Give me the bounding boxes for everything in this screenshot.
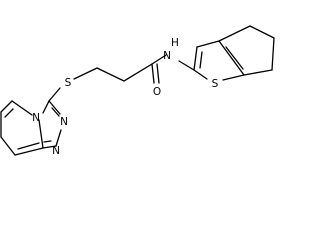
bond <box>156 63 160 84</box>
bond <box>4 108 14 118</box>
bond <box>17 142 40 150</box>
bond <box>0 100 13 113</box>
bond <box>14 147 44 156</box>
bond <box>48 100 61 115</box>
atom-label-s-thioether: S <box>65 77 72 89</box>
bond <box>222 74 245 81</box>
bond <box>38 119 44 149</box>
atom-label-n-triazole-1: N <box>60 116 68 128</box>
bond <box>151 54 167 65</box>
atom-label-h-amide: H <box>171 37 179 49</box>
molecule-canvas: N H O S S N N N <box>0 25 275 157</box>
bond <box>193 46 198 71</box>
bond <box>218 40 245 76</box>
bond <box>193 69 208 80</box>
bond <box>218 25 251 42</box>
bond <box>0 136 16 156</box>
bond <box>48 87 61 102</box>
bond <box>196 40 220 48</box>
bond <box>43 140 52 143</box>
bond <box>199 51 203 69</box>
atom-label-n-bridge: N <box>32 112 40 124</box>
bond <box>225 46 244 70</box>
bond <box>249 25 275 39</box>
bond <box>11 100 33 116</box>
bond <box>178 60 195 71</box>
bond <box>51 107 60 117</box>
bond <box>271 37 275 71</box>
bond <box>42 100 50 114</box>
atom-label-n-amide: N <box>163 50 171 62</box>
bond <box>55 129 62 147</box>
bond <box>123 63 153 82</box>
bond <box>73 67 98 80</box>
bond <box>42 145 57 149</box>
bond <box>243 69 273 76</box>
bond <box>151 63 155 84</box>
atom-label-n-triazole-2: N <box>52 145 60 157</box>
atom-label-s-thiophene: S <box>212 78 219 90</box>
bond <box>96 67 125 82</box>
atom-label-o-carbonyl: O <box>153 86 161 98</box>
molecule-structure: N H O S S N N N <box>0 25 275 157</box>
